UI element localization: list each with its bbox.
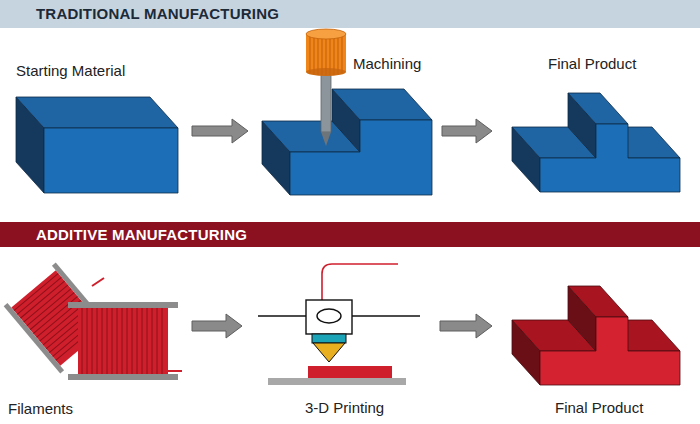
block-top (568, 286, 628, 317)
block-top (568, 93, 628, 124)
stage-label: Starting Material (16, 62, 125, 79)
cutting-tool (306, 29, 346, 146)
filament-spool (68, 302, 182, 380)
filament-strand (166, 370, 182, 372)
block-front (540, 124, 680, 192)
section-band: TRADITIONAL MANUFACTURING (0, 0, 700, 28)
block-top (16, 97, 178, 128)
machined-block (262, 89, 432, 195)
printed-layer (308, 366, 392, 378)
block-top (332, 89, 432, 120)
stage-label: 3-D Printing (305, 399, 384, 416)
band-heading: ADDITIVE MANUFACTURING (36, 226, 247, 243)
stage-label: Filaments (8, 400, 73, 417)
tool-tip (321, 132, 331, 146)
stage-label: Machining (353, 55, 421, 72)
flow-arrow (192, 119, 248, 143)
filament-strand (92, 278, 104, 286)
process-stage: Final Product (500, 52, 684, 198)
section-band: ADDITIVE MANUFACTURING (0, 222, 700, 247)
stage-label: Final Product (548, 55, 636, 72)
process-stage: Starting Material (12, 58, 184, 198)
process-stage: 3-D Printing (250, 252, 432, 420)
spool-flange (4, 303, 64, 374)
nozzle (313, 343, 345, 362)
tool-shank (321, 70, 331, 132)
spool-flange (68, 302, 178, 308)
band-heading: TRADITIONAL MANUFACTURING (36, 5, 279, 22)
spool-flange (68, 374, 178, 380)
print-bed (268, 378, 406, 385)
filament-feed (322, 264, 398, 300)
flow-arrow (192, 314, 242, 338)
flow-arrow (440, 314, 492, 338)
tool-knurl (310, 37, 342, 75)
tool-top (306, 29, 346, 39)
stage-label: Final Product (555, 399, 643, 416)
red-product (512, 286, 680, 385)
head-gear (317, 309, 341, 323)
process-stage: Final Product (500, 278, 684, 420)
process-stage: Machining (256, 28, 434, 198)
block-front (540, 317, 680, 385)
block-front (290, 120, 432, 195)
process-stage: Filaments (2, 262, 184, 420)
block-front (44, 128, 178, 193)
blue-block (16, 97, 178, 193)
flow-arrow (442, 119, 492, 143)
winding-lines (82, 308, 162, 374)
print-head (306, 300, 352, 334)
blue-product (512, 93, 680, 192)
printer (258, 264, 420, 385)
head-heater (312, 334, 346, 343)
filament-winding (78, 308, 168, 374)
